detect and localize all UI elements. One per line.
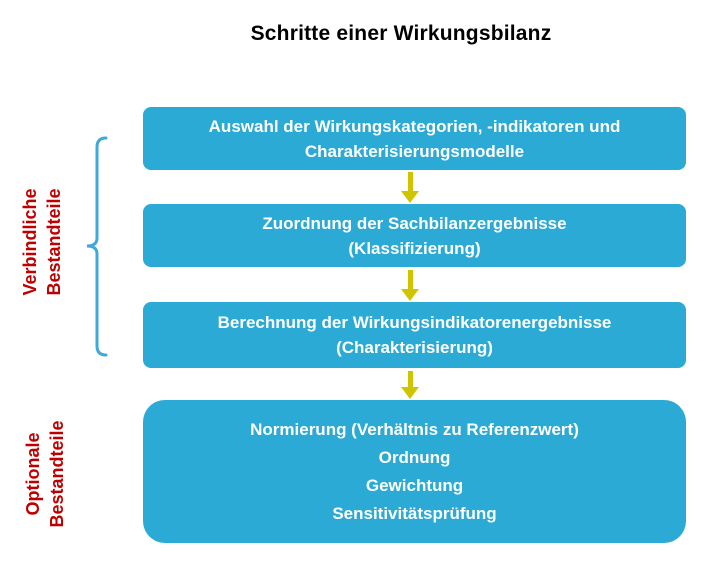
step-box-classification: Zuordnung der Sachbilanzergebnisse (Klas… <box>143 204 686 267</box>
arrow-head <box>401 387 419 399</box>
step-text-line: Normierung (Verhältnis zu Referenzwert) <box>250 419 579 439</box>
step-text-line: Charakterisierungsmodelle <box>304 141 525 161</box>
arrow-head <box>401 191 419 203</box>
step-text-line: Ordnung <box>378 447 451 467</box>
step-text-line: Berechnung der Wirkungsindikatorenergebn… <box>217 313 612 332</box>
step-text-line: Sensitivitätsprüfung <box>332 503 497 523</box>
step-text-line: (Klassifizierung) <box>348 238 481 258</box>
diagram-title: Schritte einer Wirkungsbilanz <box>250 22 552 45</box>
arrow-stem <box>407 270 413 289</box>
step-text-line: (Charakterisierung) <box>336 338 493 357</box>
arrow-head <box>401 289 419 301</box>
step-text-line: Auswahl der Wirkungskategorien, -indikat… <box>208 116 621 136</box>
label-line: Bestandteile <box>44 188 64 296</box>
step-box-optional-steps: Normierung (Verhältnis zu Referenzwert) … <box>143 400 686 543</box>
down-arrow-icon <box>401 371 419 399</box>
step-box-characterization: Berechnung der Wirkungsindikatorenergebn… <box>143 302 686 368</box>
label-line: Bestandteile <box>47 420 67 528</box>
down-arrow-icon <box>401 270 419 301</box>
step-text-line: Zuordnung der Sachbilanzergebnisse <box>262 213 567 233</box>
label-line: Verbindliche <box>20 188 40 296</box>
down-arrow-icon <box>401 172 419 203</box>
label-mandatory-components: Verbindliche Bestandteile <box>18 132 66 352</box>
arrow-stem <box>407 172 413 191</box>
label-optional-components: Optionale Bestandteile <box>21 392 69 556</box>
step-box-selection: Auswahl der Wirkungskategorien, -indikat… <box>143 107 686 170</box>
step-text-line: Gewichtung <box>365 475 464 495</box>
mandatory-steps-brace <box>86 136 108 357</box>
arrow-stem <box>407 371 413 387</box>
label-line: Optionale <box>23 432 43 516</box>
